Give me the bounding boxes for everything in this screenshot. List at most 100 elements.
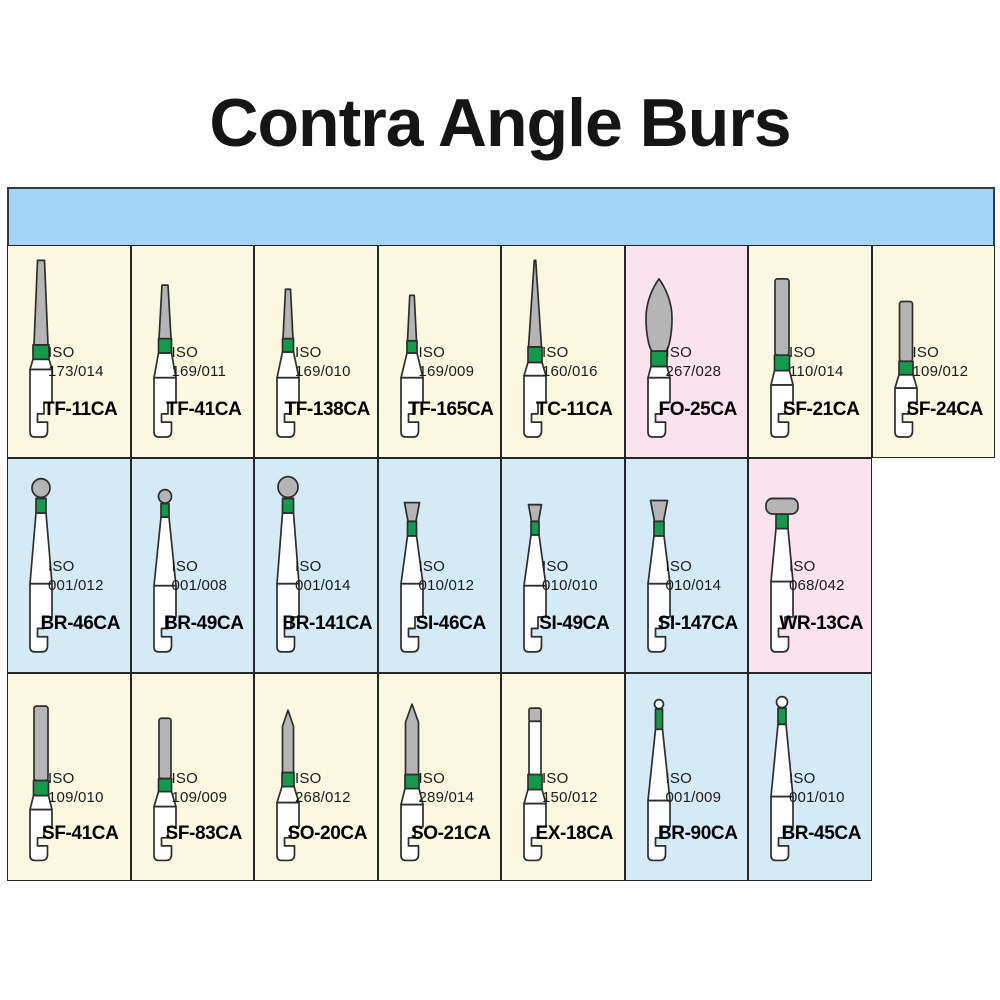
- iso-label: ISO: [542, 344, 569, 362]
- bur-illustration: [29, 259, 53, 438]
- iso-number: ISO 010/014: [666, 557, 722, 595]
- iso-value: 010/010: [542, 577, 598, 595]
- iso-label: ISO: [789, 344, 816, 362]
- iso-value: 001/014: [295, 577, 351, 595]
- iso-label: ISO: [665, 344, 692, 362]
- bur-model-name: BR-45CA: [781, 823, 862, 845]
- iso-label: ISO: [418, 344, 445, 362]
- bur-illustration: [276, 475, 300, 653]
- iso-value: 289/014: [418, 788, 475, 806]
- bur-illustration: [646, 499, 671, 653]
- bur-model-name: SO-21CA: [410, 823, 491, 845]
- bur-model-name: TF-165CA: [408, 398, 494, 420]
- iso-label: ISO: [295, 769, 322, 787]
- bur-model-name: TF-11CA: [43, 398, 118, 420]
- bur-model-name: SF-83CA: [165, 823, 243, 845]
- bur-illustration: [152, 488, 177, 653]
- header-bar: [7, 187, 995, 247]
- iso-label: ISO: [542, 557, 569, 575]
- bur-illustration: [765, 497, 799, 653]
- bur-illustration: [276, 709, 300, 862]
- bur-illustration: [770, 278, 794, 438]
- iso-value: 160/016: [542, 363, 598, 381]
- iso-label: ISO: [789, 557, 816, 575]
- bur-model-name: BR-46CA: [40, 613, 121, 635]
- bur-illustration: [399, 294, 424, 438]
- bur-model-name: TF-41CA: [166, 398, 242, 420]
- bur-illustration: [770, 695, 794, 862]
- iso-label: ISO: [542, 769, 569, 787]
- iso-value: 109/012: [912, 363, 969, 381]
- iso-value: 267/028: [665, 363, 722, 381]
- bur-model-name: SF-24CA: [906, 398, 984, 420]
- iso-value: 001/008: [171, 577, 228, 595]
- bur-model-name: TC-11CA: [536, 398, 613, 420]
- empty-cell: [872, 458, 996, 673]
- bur-model-name: BR-90CA: [657, 823, 738, 845]
- bur-illustration: [276, 288, 300, 438]
- bur-illustration: [644, 278, 673, 438]
- iso-label: ISO: [171, 557, 198, 575]
- iso-value: 001/009: [665, 788, 722, 806]
- iso-number: ISO 001/008: [172, 557, 228, 595]
- bur-illustration: [29, 705, 53, 862]
- iso-label: ISO: [171, 769, 198, 787]
- iso-value: 169/011: [171, 363, 227, 381]
- bur-model-name: FO-25CA: [658, 398, 738, 420]
- iso-value: 001/010: [789, 788, 845, 806]
- bur-illustration: [399, 703, 424, 862]
- bur-illustration: [152, 284, 177, 438]
- iso-label: ISO: [789, 769, 816, 787]
- iso-label: ISO: [48, 344, 75, 362]
- iso-value: 010/014: [665, 577, 722, 595]
- iso-value: 110/014: [789, 363, 844, 381]
- iso-label: ISO: [295, 344, 322, 362]
- bur-illustration: [523, 503, 547, 653]
- iso-label: ISO: [665, 557, 692, 575]
- iso-label: ISO: [48, 557, 75, 575]
- bur-model-name: SF-41CA: [42, 823, 119, 845]
- empty-cell: [872, 673, 996, 881]
- bur-illustration: [523, 707, 547, 862]
- iso-value: 169/009: [418, 363, 475, 381]
- iso-value: 173/014: [48, 363, 104, 381]
- bur-model-name: EX-18CA: [535, 823, 614, 845]
- bur-model-name: BR-49CA: [163, 613, 244, 635]
- bur-illustration: [893, 300, 918, 438]
- bur-model-name: SI-147CA: [657, 613, 739, 635]
